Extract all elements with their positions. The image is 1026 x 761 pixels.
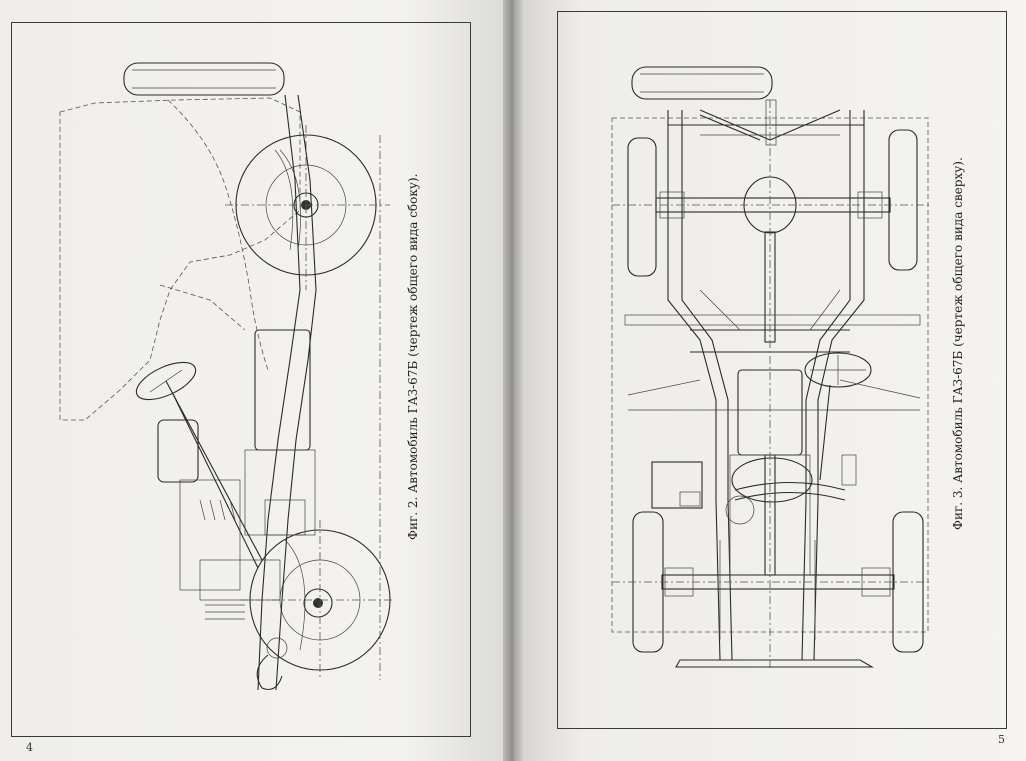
right-page-number: 5 (998, 733, 1005, 746)
right-page (521, 0, 1026, 761)
right-figure-caption: Фиг. 3. Автомобиль ГАЗ-67Б (чертеж общег… (951, 157, 965, 530)
left-figure-caption: Фиг. 2. Автомобиль ГАЗ-67Б (чертеж общег… (406, 173, 420, 540)
left-page (0, 0, 505, 761)
book-gutter (503, 0, 523, 761)
left-page-frame (11, 22, 471, 737)
right-page-frame (557, 11, 1007, 729)
left-page-number: 4 (26, 741, 33, 754)
